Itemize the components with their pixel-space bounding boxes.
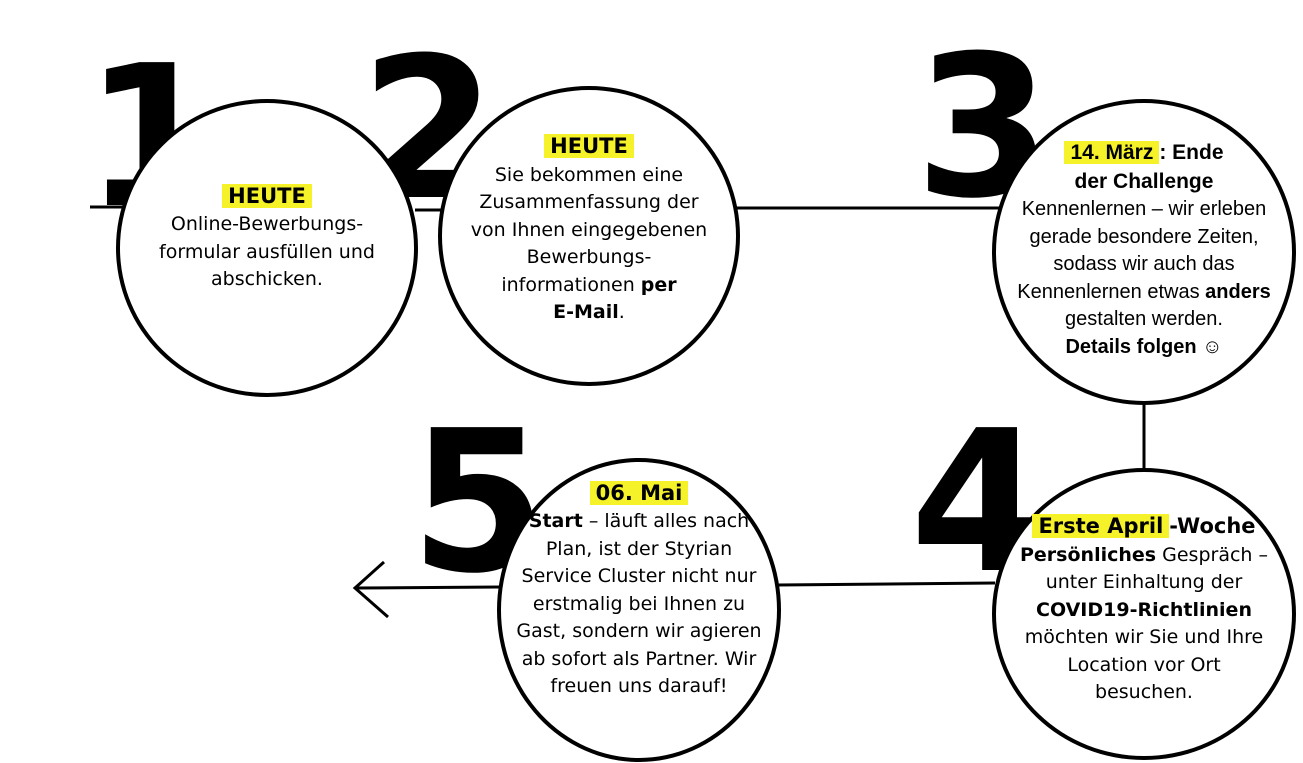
step-4-heading: -Woche: [1169, 514, 1256, 539]
step-3-circle: 14. März: Ende der Challenge Kennenlerne…: [992, 99, 1296, 405]
step-4-bold: Persönliches: [1020, 543, 1157, 566]
step-1-date: HEUTE: [222, 183, 312, 208]
step-2-circle: HEUTE Sie bekommen eine Zusammenfassung …: [438, 86, 740, 386]
step-3-content: 14. März: Ende der Challenge Kennenlerne…: [1017, 139, 1271, 361]
step-2-line: .: [618, 301, 625, 324]
step-3-details: Details folgen ☺: [1065, 335, 1223, 358]
step-2-line: Bewerbungs-: [526, 246, 652, 269]
step-3-heading: der Challenge: [1074, 169, 1214, 193]
step-3-line: Kennenlernen – wir erleben: [1021, 198, 1267, 220]
step-5-line: Plan, ist der Styrian: [545, 537, 733, 560]
step-1-line: formular ausfüllen und: [159, 240, 375, 263]
step-1-line: Online-Bewerbungs-: [170, 213, 364, 235]
step-4-content: Erste April-Woche Persönliches Gespräch …: [1020, 513, 1268, 707]
step-3-line: sodass wir auch das: [1053, 253, 1235, 275]
step-2-line: informationen: [501, 273, 641, 296]
step-4-line: möchten wir Sie und Ihre: [1024, 626, 1264, 649]
step-5-circle: 06. Mai Start – läuft alles nach Plan, i…: [497, 458, 781, 762]
step-2-bold: per: [640, 273, 677, 296]
step-5-line: Gast, sondern wir agieren: [516, 620, 762, 642]
step-5-line: erstmalig bei Ihnen zu: [532, 592, 746, 615]
step-2-bold: E-Mail: [553, 301, 619, 324]
step-5-line: ab sofort als Partner. Wir: [521, 647, 757, 670]
arrow-head-icon: [352, 560, 389, 619]
step-5-line: – läuft alles nach: [582, 510, 750, 532]
step-4-bold: COVID19-Richtlinien: [1036, 598, 1252, 621]
step-5-bold: Start: [528, 510, 583, 532]
step-5-line: Service Cluster nicht nur: [521, 565, 757, 587]
connector-5-out: [356, 585, 501, 590]
connector-4-5: [777, 581, 996, 587]
step-2-line: Sie bekommen eine: [494, 163, 684, 186]
step-5-line: freuen uns darauf!: [550, 675, 728, 697]
step-2-content: HEUTE Sie bekommen eine Zusammenfassung …: [471, 133, 707, 327]
step-1-circle: HEUTE Online-Bewerbungs- formular ausfül…: [116, 99, 418, 397]
step-2-line: Zusammenfassung der: [479, 191, 699, 214]
step-5-date: 06. Mai: [589, 480, 689, 505]
step-4-date: Erste April: [1032, 514, 1170, 539]
step-4-line: Gespräch –: [1156, 543, 1268, 566]
step-3-line: gestalten werden.: [1065, 308, 1223, 330]
step-2-line: von Ihnen eingegebenen: [470, 218, 708, 241]
step-5-content: 06. Mai Start – läuft alles nach Plan, i…: [516, 480, 762, 701]
step-4-line: Location vor Ort: [1067, 653, 1221, 676]
step-2-date: HEUTE: [544, 134, 634, 159]
step-3-line: gerade besondere Zeiten,: [1029, 225, 1259, 248]
step-4-line: besuchen.: [1095, 681, 1193, 704]
step-1-line: abschicken.: [211, 268, 323, 290]
step-4-circle: Erste April-Woche Persönliches Gespräch …: [992, 468, 1296, 760]
step-1-content: HEUTE Online-Bewerbungs- formular ausfül…: [159, 183, 375, 294]
step-3-line: Kennenlernen etwas: [1017, 280, 1206, 303]
step-3-heading: : Ende: [1159, 141, 1224, 164]
step-3-date: 14. März: [1064, 141, 1160, 164]
step-3-bold: anders: [1205, 280, 1271, 303]
step-4-line: unter Einhaltung der: [1045, 571, 1243, 594]
